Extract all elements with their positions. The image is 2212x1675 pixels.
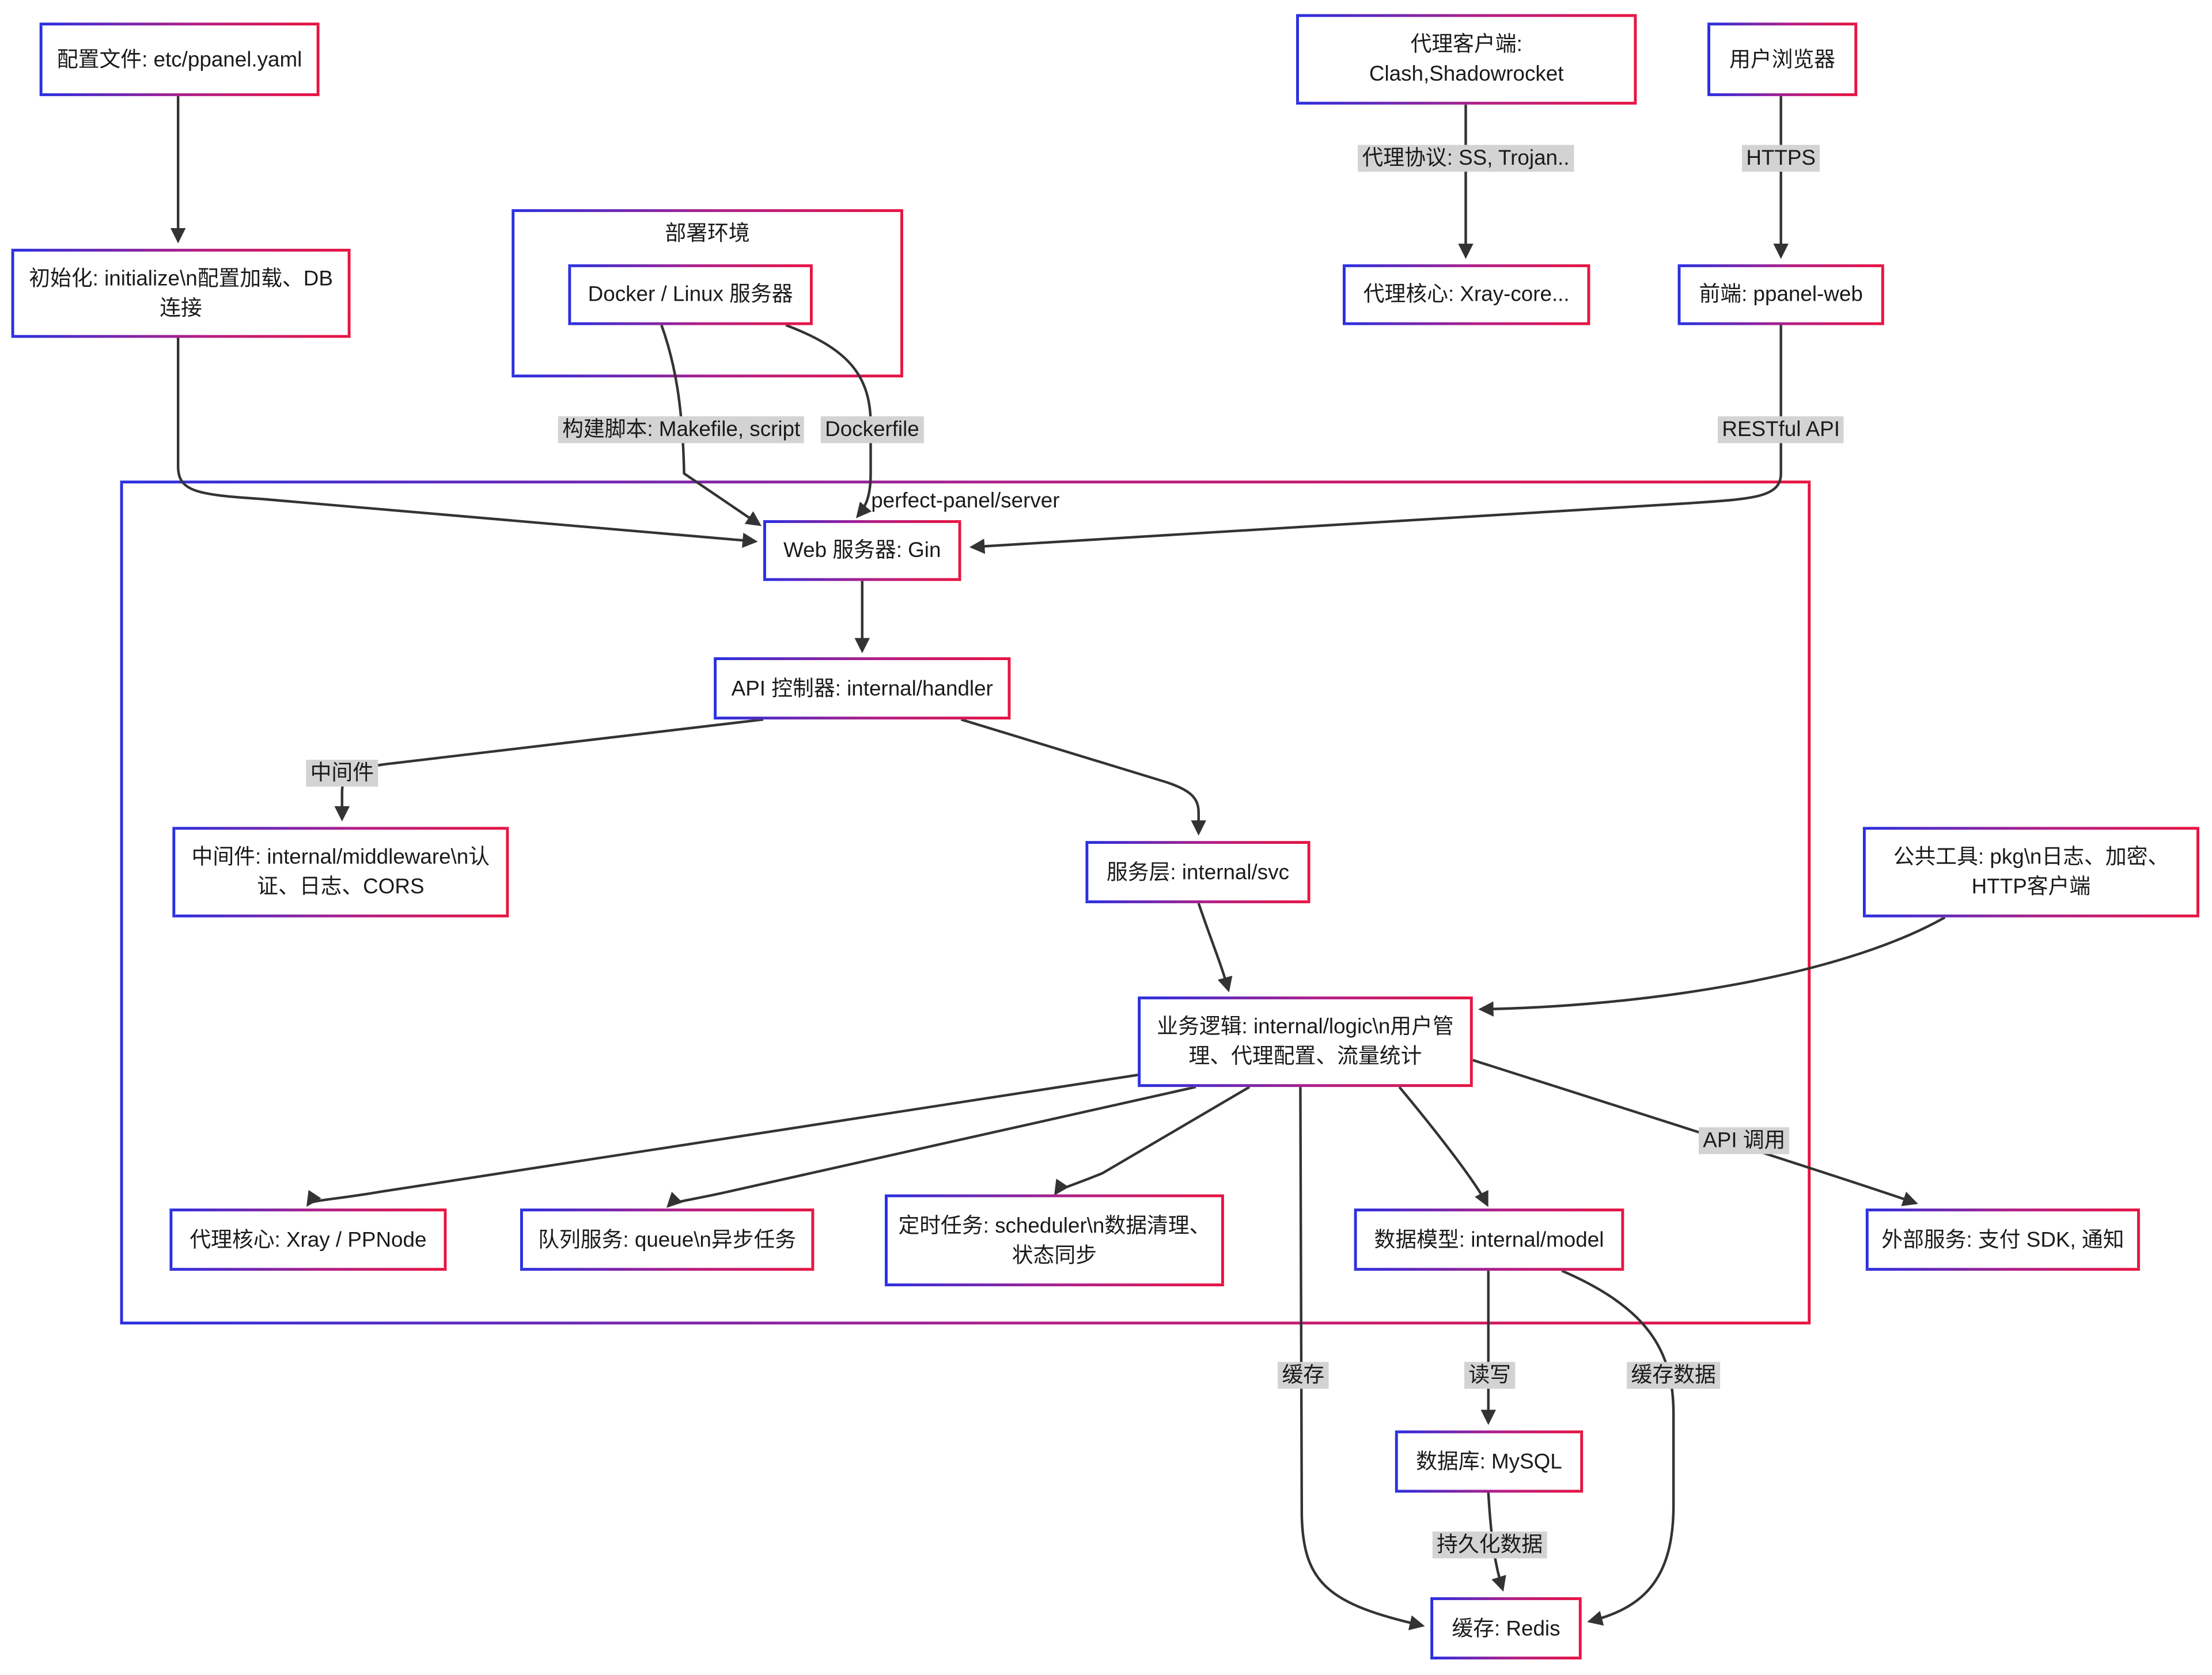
edge-logic-to-model xyxy=(1398,1086,1488,1207)
container-label-server: perfect-panel/server xyxy=(871,489,1060,513)
edge-label-mysql-redis: 持久化数据 xyxy=(1432,1531,1547,1559)
edge-logic-to-redis xyxy=(1299,1087,1425,1631)
edge-logic-to-scheduler xyxy=(1054,1086,1251,1196)
container-label-deploy-env: 部署环境 xyxy=(665,222,750,246)
node-proxy-client: 代理客户端: Clash,Shadowrocket xyxy=(1296,14,1637,105)
node-logic: 业务逻辑: internal/logic\n用户管理、代理配置、流量统计 xyxy=(1138,996,1473,1087)
edge-pkg-to-logic xyxy=(1478,916,1946,1017)
node-external: 外部服务: 支付 SDK, 通知 xyxy=(1865,1208,2140,1271)
edge-label-docker-gin: Dockerfile xyxy=(820,416,924,444)
node-docker: Docker / Linux 服务器 xyxy=(568,264,813,325)
edge-docker-to-gin xyxy=(660,324,762,526)
edge-logic-to-external xyxy=(1472,1059,1918,1206)
edge-label-logic-redis: 缓存 xyxy=(1278,1362,1329,1389)
node-frontend: 前端: ppanel-web xyxy=(1677,264,1884,325)
node-gin: Web 服务器: Gin xyxy=(763,520,961,581)
node-mysql: 数据库: MySQL xyxy=(1395,1430,1584,1493)
node-handler: API 控制器: internal/handler xyxy=(714,657,1011,720)
node-middleware: 中间件: internal/middleware\n认证、日志、CORS xyxy=(172,827,509,918)
node-ppnode: 代理核心: Xray / PPNode xyxy=(169,1208,447,1271)
node-init: 初始化: initialize\n配置加载、DB连接 xyxy=(11,248,351,338)
node-pkg: 公共工具: pkg\n日志、加密、HTTP客户端 xyxy=(1862,827,2199,918)
edge-label-docker-gin: 构建脚本: Makefile, script xyxy=(558,416,805,444)
edge-frontend-to-gin xyxy=(969,325,1782,554)
edge-logic-to-ppnode xyxy=(306,1073,1142,1207)
edge-label-logic-external: API 调用 xyxy=(1698,1127,1790,1154)
edge-model-to-redis xyxy=(1561,1269,1675,1626)
edge-label-browser-frontend: HTTPS xyxy=(1741,145,1820,172)
edge-logic-to-queue xyxy=(666,1085,1196,1208)
node-xray-core: 代理核心: Xray-core... xyxy=(1343,264,1590,325)
node-queue: 队列服务: queue\n异步任务 xyxy=(520,1208,815,1271)
edge-label-frontend-gin: RESTful API xyxy=(1718,416,1844,444)
edge-label-model-mysql: 读写 xyxy=(1464,1362,1516,1389)
edge-docker-to-gin xyxy=(785,324,872,518)
node-scheduler: 定时任务: scheduler\n数据清理、状态同步 xyxy=(885,1194,1224,1287)
edge-init-to-gin xyxy=(176,338,758,548)
edge-label-proxy-client-xray-core: 代理协议: SS, Trojan.. xyxy=(1358,145,1574,172)
node-redis: 缓存: Redis xyxy=(1430,1597,1582,1659)
node-browser: 用户浏览器 xyxy=(1707,22,1858,96)
edge-handler-to-middleware xyxy=(334,718,764,822)
edge-svc-to-logic xyxy=(1197,903,1233,992)
edge-label-model-redis: 缓存数据 xyxy=(1627,1362,1721,1389)
edge-label-handler-middleware: 中间件 xyxy=(306,760,378,787)
node-svc: 服务层: internal/svc xyxy=(1085,841,1310,904)
node-model: 数据模型: internal/model xyxy=(1354,1208,1624,1271)
node-config: 配置文件: etc/ppanel.yaml xyxy=(39,22,320,96)
edge-handler-to-svc xyxy=(960,718,1206,836)
